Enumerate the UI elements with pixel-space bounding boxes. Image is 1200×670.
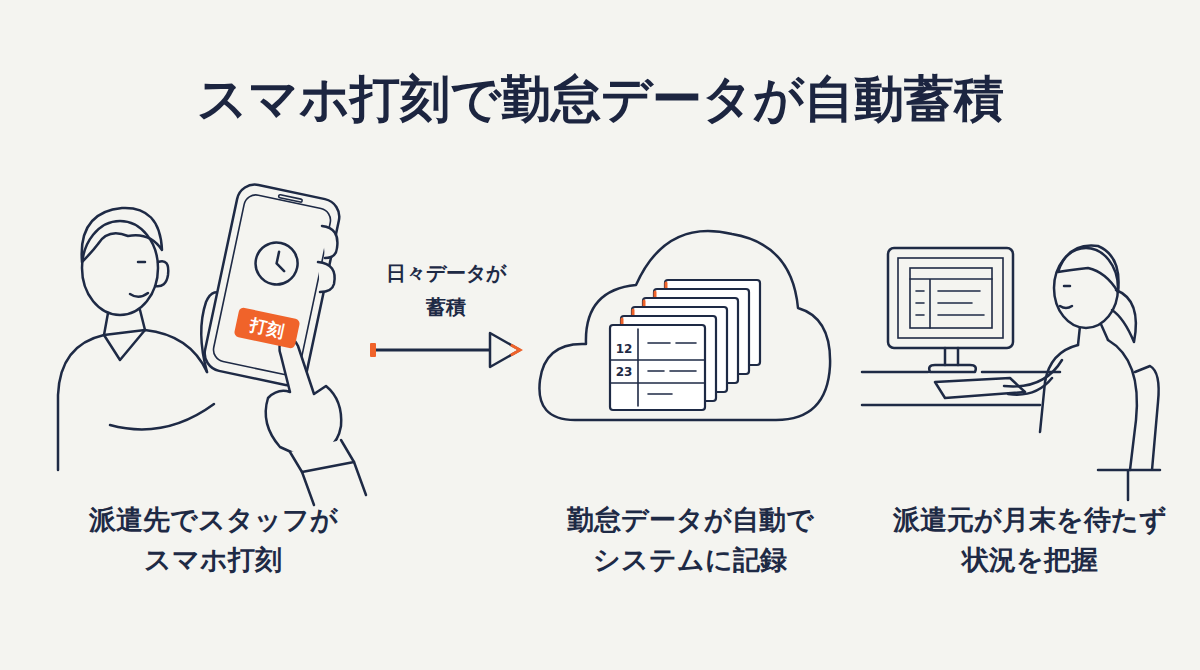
finger (318, 262, 335, 292)
table-grid (610, 329, 705, 406)
phone-screen (211, 193, 332, 378)
face (1060, 286, 1072, 308)
phone-body (201, 181, 342, 388)
head (82, 221, 158, 315)
arms (1004, 360, 1062, 395)
clock-hands (275, 252, 288, 271)
staff-panel: 派遣先でスタッフが スマホ打刻 打刻 (55, 190, 371, 580)
punch-button: 打刻 (234, 307, 301, 349)
pointing-hand (266, 338, 341, 456)
monitor (888, 248, 1013, 348)
hair (82, 208, 162, 262)
mouth (130, 293, 148, 297)
table-dashes (648, 343, 696, 394)
chair (1098, 366, 1160, 500)
ponytail (1112, 290, 1136, 342)
eye (138, 261, 145, 264)
front-sheet (610, 325, 705, 410)
node-caption: 勤怠データが自動で システムに記録 (520, 500, 860, 580)
office-panel: 派遣元が月末を待たず 状況を把握 (860, 190, 1200, 580)
monitor-screen (898, 258, 1003, 338)
screen-table (910, 279, 992, 328)
ear (155, 261, 168, 286)
cloud-shape (539, 231, 830, 420)
office-illustration (862, 246, 1160, 500)
document-stack (610, 280, 760, 410)
button-label: 打刻 (234, 307, 301, 349)
collar (104, 330, 145, 360)
attendance-sheet: 1223 (610, 325, 705, 410)
sleeve (302, 462, 366, 505)
clock-icon (252, 239, 302, 289)
screen-window (910, 268, 992, 328)
staff-illustration (58, 181, 366, 505)
table-cell: 23 (610, 361, 638, 383)
finger (322, 226, 337, 258)
monitor-base (929, 365, 976, 372)
arm (110, 404, 214, 429)
table-cell: 12 (610, 338, 638, 360)
monitor-stand (945, 348, 958, 365)
edge-label: 日々データが 蓄積 (366, 256, 526, 324)
node-caption: 派遣先でスタッフが スマホ打刻 (55, 500, 371, 580)
desk (862, 372, 1060, 405)
node-caption: 派遣元が月末を待たず 状況を把握 (860, 500, 1200, 580)
body (58, 330, 207, 470)
flow-arrow (371, 349, 520, 352)
diagram-title: スマホ打刻で勤怠データが自動蓄積 (0, 66, 1200, 132)
cuff (290, 440, 354, 472)
phone-speaker (278, 194, 302, 202)
torso (1040, 340, 1137, 470)
smartphone (201, 181, 342, 388)
cloud-panel: 勤怠データが自動で システムに記録 1223 (520, 190, 860, 580)
